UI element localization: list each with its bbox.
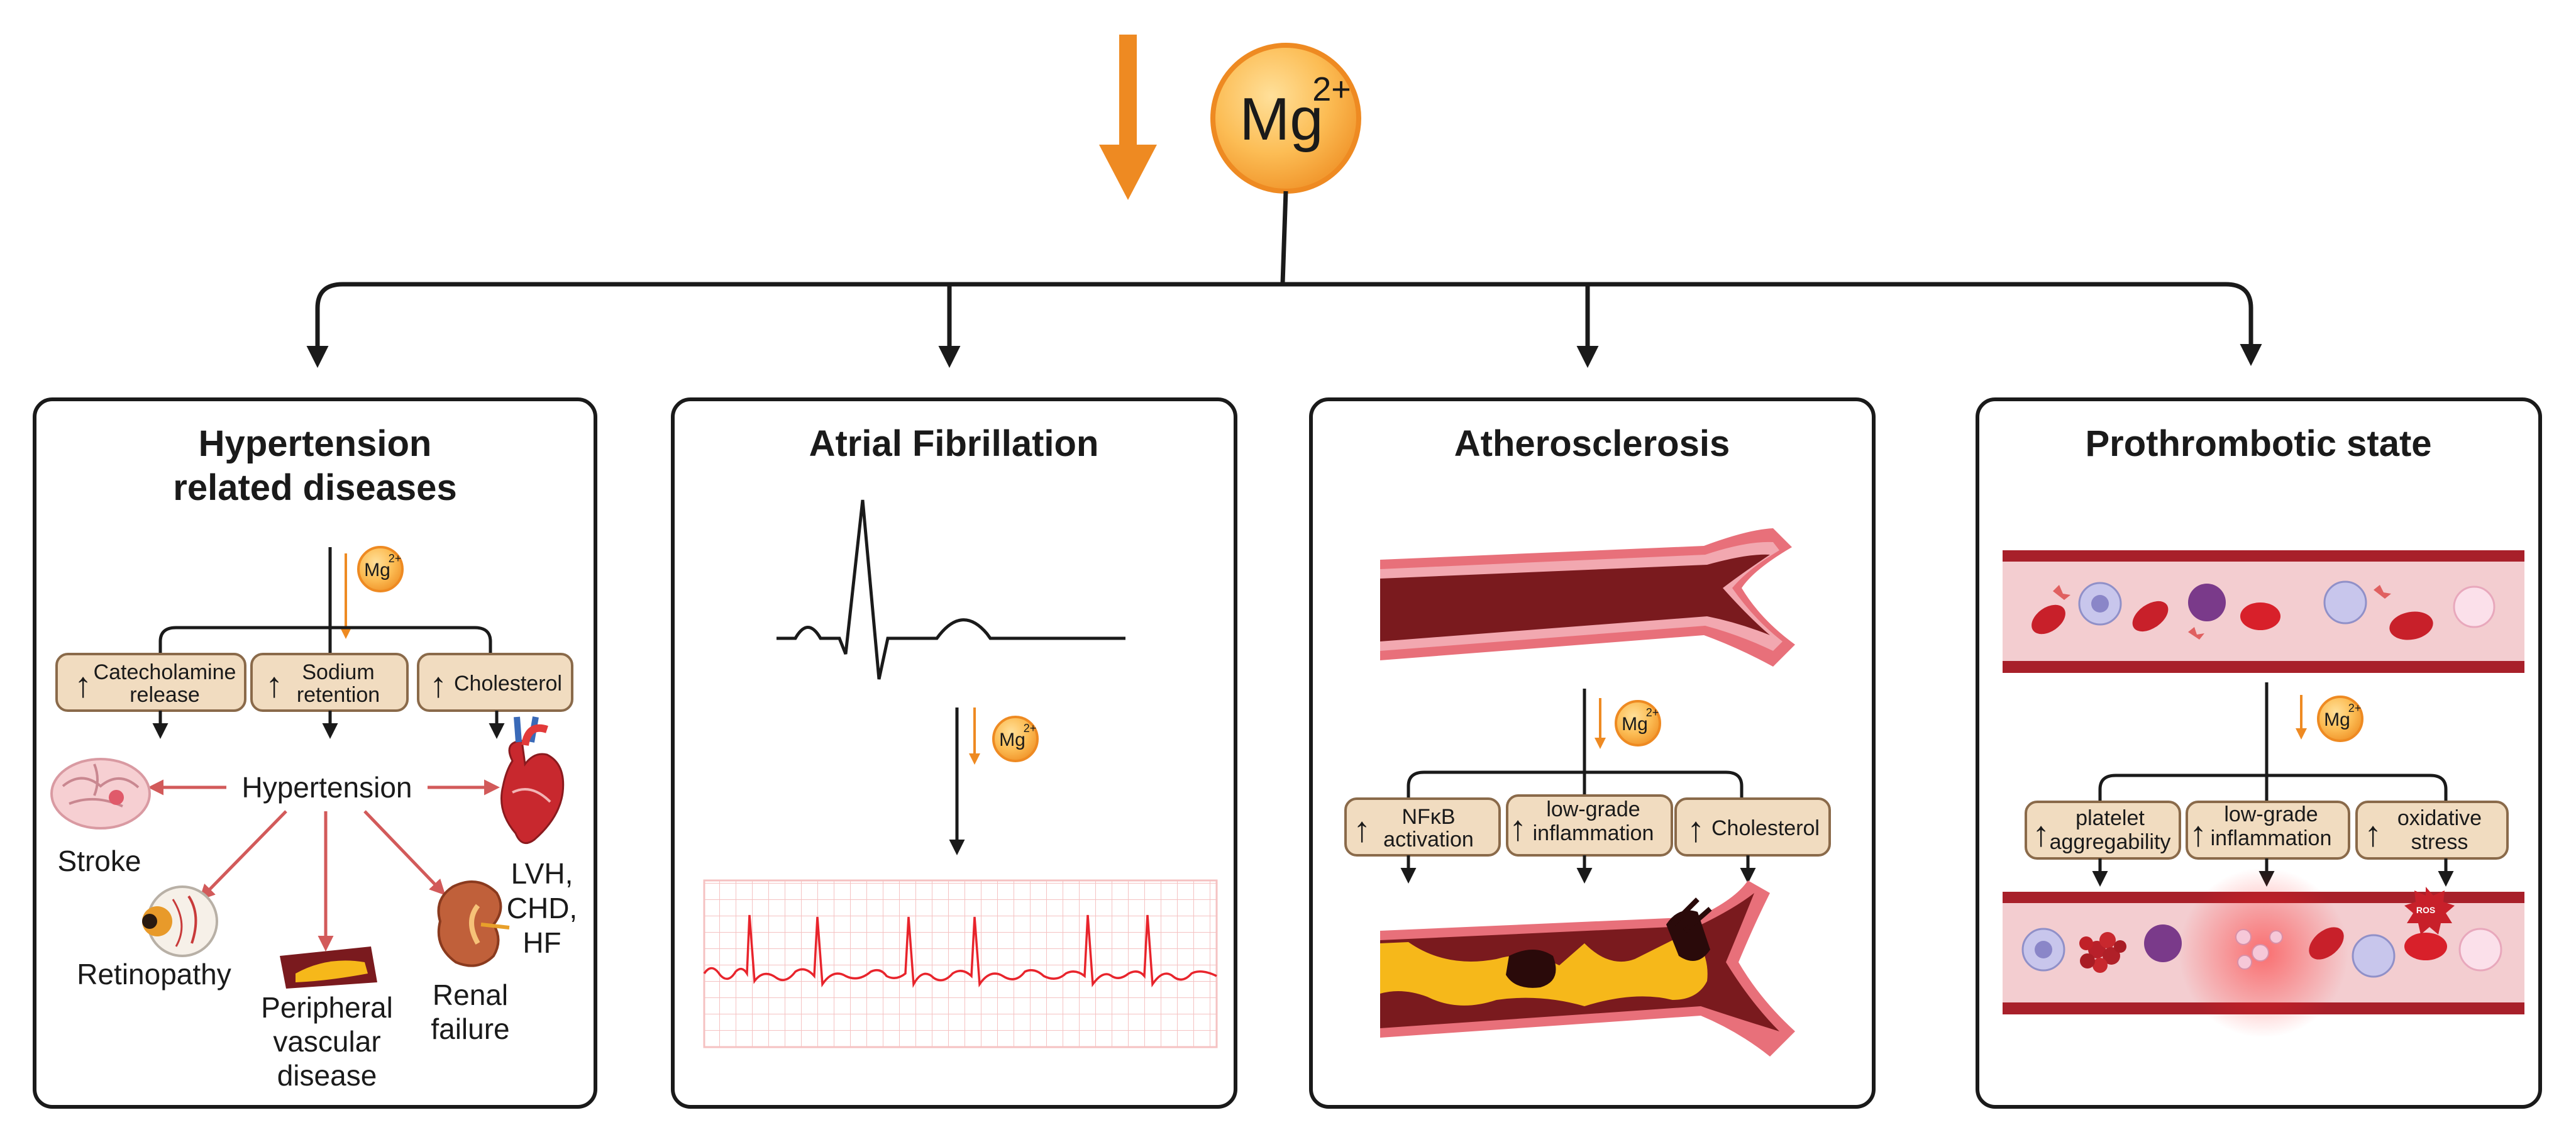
up-arrow-icon: ↑	[2364, 814, 2382, 853]
small-ion-sup: 2+	[1024, 722, 1037, 735]
platelet-aggregate	[2079, 932, 2126, 973]
panel-prothrombotic: Prothrombotic state Mg 2+	[1976, 397, 2542, 1109]
small-ion-sup: 2+	[1646, 706, 1659, 719]
panel-title: Prothrombotic state	[2085, 423, 2431, 464]
prothrombotic-box-oxidative: ↑ oxidative stress	[2355, 801, 2509, 860]
box-label-line-1: low-grade	[1546, 797, 1640, 821]
branch-connector	[306, 191, 2262, 368]
box-label-line-2: release	[130, 683, 200, 707]
eye-icon	[142, 885, 218, 957]
outcome-retinopathy: Retinopathy	[77, 958, 231, 991]
athero-box-inflammation: ↑ low-grade inflammation	[1506, 794, 1673, 857]
box-label-line-2: inflammation	[2211, 826, 2332, 850]
up-arrow-icon: ↑	[74, 665, 92, 704]
outcome-lvh-line-3: HF	[522, 926, 561, 959]
box-label-line-2: retention	[297, 683, 380, 707]
small-ion-label: Mg	[999, 730, 1025, 750]
af-ecg-strip	[703, 879, 1218, 1048]
box-label-line-1: low-grade	[2224, 802, 2318, 826]
down-arrow-icon	[1099, 35, 1157, 200]
small-mg-decrease: Mg 2+	[969, 708, 1039, 765]
up-arrow-icon: ↑	[265, 665, 283, 704]
outcome-peripheral-line-3: disease	[277, 1059, 377, 1092]
panel-title: Atherosclerosis	[1454, 423, 1730, 464]
small-mg-decrease: Mg 2+	[1595, 698, 1661, 749]
hypertension-box-catecholamine: ↑ Catecholamine release	[55, 653, 246, 712]
hypertension-label: Hypertension	[241, 771, 412, 804]
top-section: Mg 2+	[306, 35, 2262, 368]
healthy-vessel-icon	[1380, 528, 1795, 667]
prothrombotic-blood-vessel-icon: ROS	[2003, 868, 2524, 1038]
prothrombotic-box-platelet: ↑ platelet aggregability	[2025, 801, 2181, 860]
outcome-renal-line-2: failure	[431, 1013, 509, 1045]
box-label-line-1: NFκB	[1402, 805, 1456, 829]
panel-title: Atrial Fibrillation	[809, 423, 1099, 464]
ros-burst-icon: ROS	[2404, 887, 2455, 935]
prothrombotic-box-inflammation: ↑ low-grade inflammation	[2186, 801, 2350, 860]
panel-hypertension: Hypertension related diseases Mg 2+ ↑ Ca…	[33, 397, 597, 1109]
small-mg-decrease: Mg 2+	[340, 546, 404, 639]
outcome-lvh-line-2: CHD,	[507, 892, 577, 924]
panel-title-line-2: related diseases	[173, 467, 456, 508]
ros-label: ROS	[2416, 905, 2435, 915]
up-arrow-icon: ↑	[1353, 809, 1371, 849]
kidney-icon	[437, 880, 510, 967]
normal-ecg-trace	[777, 499, 1125, 680]
small-ion-sup: 2+	[2348, 702, 2362, 714]
up-arrow-icon: ↑	[429, 665, 447, 704]
healthy-blood-vessel-icon	[2003, 550, 2524, 673]
up-arrow-icon: ↑	[2032, 814, 2050, 853]
panel-atrial-fibrillation: Atrial Fibrillation Mg 2+	[671, 397, 1237, 1109]
outcome-renal-line-1: Renal	[433, 979, 508, 1011]
box-label-line-1: Sodium	[302, 660, 374, 684]
ion-label: Mg	[1239, 86, 1323, 153]
ion-superscript: 2+	[1312, 70, 1351, 108]
athero-box-nfkb: ↑ NFκB activation	[1344, 797, 1501, 857]
up-arrow-icon: ↑	[1687, 809, 1705, 849]
athero-box-cholesterol: ↑ Cholesterol	[1674, 797, 1831, 857]
panel-title-line-1: Hypertension	[199, 423, 432, 464]
brain-icon	[50, 758, 151, 830]
panel-atherosclerosis: Atherosclerosis Mg 2+ ↑ NFκB activation	[1309, 397, 1876, 1109]
box-label-line-1: Cholesterol	[454, 672, 562, 696]
up-arrow-icon: ↑	[1509, 808, 1527, 848]
small-ion-label: Mg	[1622, 714, 1648, 735]
small-ion-sup: 2+	[389, 552, 402, 565]
small-ion-label: Mg	[2324, 709, 2350, 730]
small-ion-label: Mg	[364, 560, 390, 580]
box-label-line-2: aggregability	[2050, 830, 2171, 854]
box-label-line-2: stress	[2411, 830, 2468, 854]
outcome-peripheral-line-2: vascular	[273, 1025, 380, 1058]
outcome-lvh-line-1: LVH,	[511, 857, 573, 890]
box-label-line-1: Catecholamine	[94, 660, 236, 684]
box-label-line-1: Cholesterol	[1711, 816, 1820, 840]
box-label-line-2: inflammation	[1533, 821, 1654, 845]
outcome-peripheral-line-1: Peripheral	[261, 991, 393, 1024]
magnesium-ion-icon: Mg 2+	[1210, 43, 1361, 194]
box-label-line-2: activation	[1383, 828, 1474, 852]
hypertension-box-sodium: ↑ Sodium retention	[250, 653, 409, 712]
box-label-line-1: oxidative	[2397, 806, 2482, 830]
outcome-stroke: Stroke	[58, 845, 141, 877]
up-arrow-icon: ↑	[2189, 814, 2207, 853]
heart-icon	[500, 716, 565, 845]
atherosclerotic-vessel-icon	[1380, 880, 1795, 1057]
hypertension-box-cholesterol: ↑ Cholesterol	[417, 653, 573, 712]
box-label-line-1: platelet	[2076, 806, 2145, 830]
peripheral-vessel-icon	[280, 946, 377, 989]
small-mg-decrease: Mg 2+	[2296, 695, 2363, 742]
